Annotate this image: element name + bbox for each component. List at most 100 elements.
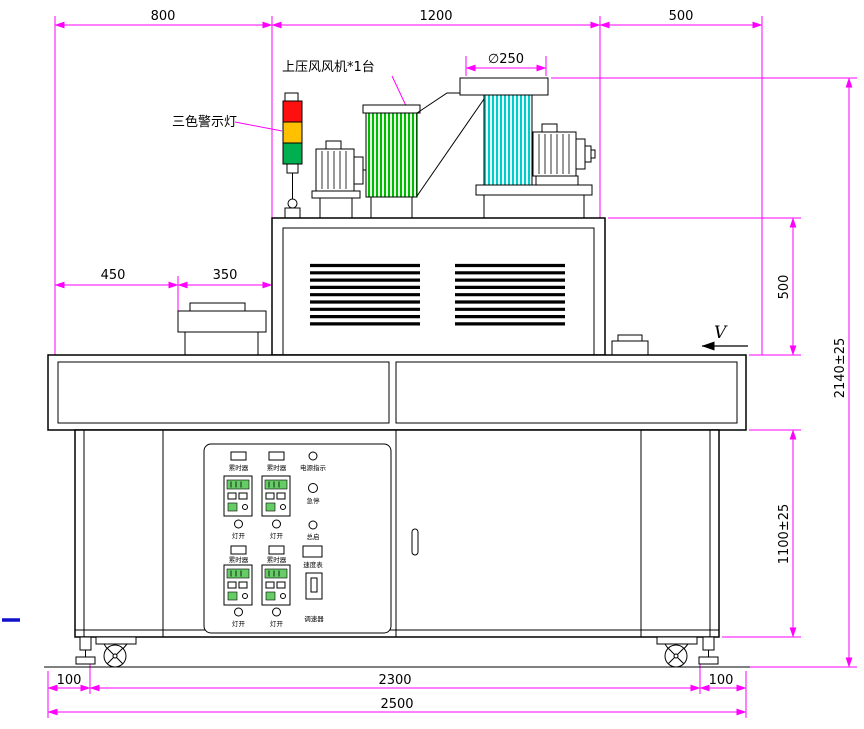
blower-cyan-body bbox=[483, 94, 533, 186]
dimension-top-widths: 800 1200 500 bbox=[54, 9, 763, 358]
warning-light-yellow-segment bbox=[282, 121, 303, 144]
caster-left-hub bbox=[112, 653, 118, 659]
timer-4-key-a[interactable] bbox=[265, 581, 275, 589]
timer-instrument-1[interactable] bbox=[223, 475, 253, 517]
timer-instrument-3[interactable] bbox=[223, 564, 253, 606]
timer-4-digits bbox=[268, 570, 280, 577]
master-start-label: 总启 bbox=[307, 532, 320, 541]
timer-1-key-b[interactable] bbox=[238, 492, 248, 500]
motor-right bbox=[532, 123, 596, 186]
timer-1-knob[interactable] bbox=[242, 504, 248, 510]
door-handle bbox=[411, 528, 419, 556]
light-on-button-2[interactable] bbox=[272, 519, 281, 529]
timer-1-display bbox=[226, 479, 250, 490]
timer-1-key-a[interactable] bbox=[227, 492, 237, 500]
sensor-box-top bbox=[617, 334, 643, 342]
dim-label-800: 800 bbox=[151, 9, 176, 24]
vent-grille-left bbox=[310, 263, 420, 326]
speed-meter-label: 速度表 bbox=[303, 560, 323, 569]
light-on-button-4[interactable] bbox=[272, 607, 281, 617]
dim-label-500-top: 500 bbox=[669, 9, 694, 24]
annotation-tricolor-light: 三色警示灯 bbox=[172, 114, 283, 132]
master-start-button[interactable] bbox=[308, 520, 318, 530]
motor-left-base bbox=[311, 190, 361, 199]
timer-2-display bbox=[264, 479, 288, 490]
timer-3-display bbox=[226, 568, 250, 579]
timer-2-key-a[interactable] bbox=[265, 492, 275, 500]
timer-reset-button-1[interactable] bbox=[230, 451, 247, 461]
motor-left-legs bbox=[319, 198, 353, 218]
timer-label-1: 累时器 bbox=[229, 463, 249, 472]
feed-tray bbox=[177, 302, 267, 355]
power-indicator-label: 电源指示 bbox=[300, 463, 327, 472]
timer-4-knob[interactable] bbox=[280, 593, 286, 599]
light-on-button-3[interactable] bbox=[234, 607, 243, 617]
outlet-flange bbox=[459, 77, 549, 96]
dim-label-1100: 1100±25 bbox=[777, 504, 792, 565]
motor-right-base bbox=[535, 175, 579, 186]
timer-1-digits bbox=[230, 481, 242, 488]
timer-2-key-b[interactable] bbox=[276, 492, 286, 500]
blower-green-legs bbox=[370, 197, 413, 218]
motor-right-endcap bbox=[575, 138, 586, 170]
motor-right-fins bbox=[538, 134, 570, 174]
view-label: V bbox=[714, 323, 728, 343]
caster-left bbox=[95, 636, 137, 668]
motor-left bbox=[311, 140, 366, 218]
warning-light-cap bbox=[284, 92, 299, 102]
motor-right-shaft-hub bbox=[584, 145, 592, 163]
motor-right-body bbox=[532, 131, 577, 177]
timer-3-key-b[interactable] bbox=[238, 581, 248, 589]
estop-button[interactable] bbox=[308, 483, 318, 493]
oven-inner-lines bbox=[282, 227, 595, 355]
duct-upper-wall bbox=[416, 92, 460, 114]
timer-label-3: 累时器 bbox=[229, 555, 249, 564]
timer-instrument-4[interactable] bbox=[261, 564, 291, 606]
table-top bbox=[47, 354, 747, 431]
speed-meter bbox=[302, 545, 323, 558]
caster-right-hub bbox=[673, 653, 679, 659]
speed-controller-knob[interactable] bbox=[305, 572, 323, 600]
timer-instrument-2[interactable] bbox=[261, 475, 291, 517]
dim-label-outlet-dia: ∅250 bbox=[488, 52, 524, 67]
blower-platform bbox=[475, 184, 593, 218]
timer-3-knob[interactable] bbox=[242, 593, 248, 599]
light-on-button-1[interactable] bbox=[234, 519, 243, 529]
warning-light-ball-joint bbox=[287, 198, 298, 209]
timer-4-key-b[interactable] bbox=[276, 581, 286, 589]
caster-right bbox=[656, 636, 698, 668]
timer-reset-button-4[interactable] bbox=[268, 545, 285, 555]
motor-left-fins bbox=[321, 151, 347, 189]
speed-controller-slot bbox=[310, 577, 318, 593]
fan-duct-housing bbox=[416, 92, 485, 197]
power-indicator-lamp bbox=[308, 451, 318, 461]
table-sensor-box bbox=[611, 334, 649, 356]
leveling-foot-right bbox=[698, 636, 719, 665]
annotation-top-fan: 上压风风机*1台 bbox=[282, 60, 409, 111]
timer-reset-button-2[interactable] bbox=[268, 451, 285, 461]
warning-light-foot bbox=[284, 207, 301, 219]
tricolor-light-leader-line bbox=[234, 121, 283, 132]
vent-grille-right bbox=[455, 263, 565, 326]
blower-green-body bbox=[365, 112, 418, 198]
light-on-label-2: 灯开 bbox=[270, 531, 284, 540]
speed-controller-label: 调速器 bbox=[304, 614, 324, 623]
table-top-panel-right bbox=[395, 361, 738, 424]
blower-green-flange bbox=[362, 104, 421, 114]
oven-box bbox=[271, 217, 606, 356]
duct-diagonal-wall bbox=[416, 98, 485, 197]
warning-light-green-segment bbox=[282, 142, 303, 165]
feed-tray-legs bbox=[184, 332, 259, 355]
timer-label-2: 累时器 bbox=[267, 463, 287, 472]
timer-reset-button-3[interactable] bbox=[230, 545, 247, 555]
timer-3-key-a[interactable] bbox=[227, 581, 237, 589]
dimension-left-offsets: 450 350 bbox=[54, 268, 273, 311]
timer-2-knob[interactable] bbox=[280, 504, 286, 510]
view-direction-marker: V bbox=[701, 323, 748, 351]
tricolor-light-label: 三色警示灯 bbox=[172, 114, 237, 130]
timer-3-digits bbox=[230, 570, 242, 577]
timer-label-4: 累时器 bbox=[267, 555, 287, 564]
timer-4-display bbox=[264, 568, 288, 579]
